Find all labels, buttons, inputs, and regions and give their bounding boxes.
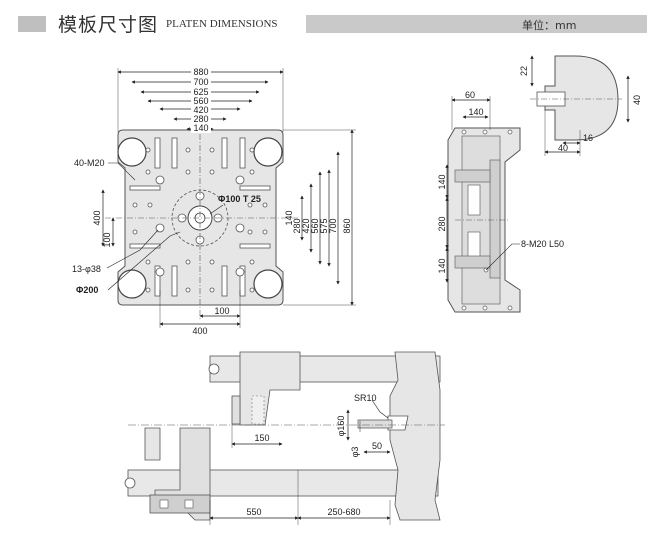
dim-c-140: 140 — [284, 210, 294, 225]
stroke-view: SR10 150 φ160 φ3 50 550 250-680 — [124, 351, 445, 525]
stroke-dim-150: 150 — [254, 433, 269, 443]
dim-280: 280 — [193, 114, 208, 124]
dim-880: 880 — [193, 67, 208, 77]
page-subtitle: PLATEN DIMENSIONS — [166, 18, 278, 30]
slot-detail: 22 40 16 40 — [519, 55, 642, 156]
side-dim-l-140a: 140 — [437, 174, 447, 189]
stroke-dim-phi3: φ3 — [350, 447, 360, 458]
dim-b-100: 100 — [214, 306, 229, 316]
stroke-dim-550: 550 — [246, 507, 261, 517]
label-ring: Φ200 — [76, 285, 98, 295]
header-bar — [306, 15, 647, 33]
side-dim-60: 60 — [465, 90, 475, 100]
tie-bar-hole — [253, 137, 283, 167]
side-dim-l-280: 280 — [437, 216, 447, 231]
dim-r-860: 860 — [342, 218, 352, 233]
mounting-holes — [132, 147, 268, 293]
slot-dim-40-h: 40 — [558, 143, 568, 153]
label-center-bore: Φ100 T 25 — [218, 194, 261, 204]
dim-l-400: 400 — [92, 210, 102, 225]
dim-625: 625 — [193, 87, 208, 97]
tie-bar-hole — [117, 137, 147, 167]
dim-r-280: 280 — [292, 218, 302, 233]
dim-r-420: 420 — [301, 218, 311, 233]
label-holes: 13-φ38 — [72, 264, 101, 274]
stroke-dim-50: 50 — [372, 441, 382, 451]
dim-700: 700 — [193, 77, 208, 87]
dim-560: 560 — [193, 96, 208, 106]
side-dim-140: 140 — [468, 107, 483, 117]
slot-body — [544, 55, 619, 141]
dim-r-700: 700 — [328, 218, 338, 233]
slot-dim-16: 16 — [583, 133, 593, 143]
side-label-tap: 8-M20 L50 — [521, 239, 564, 249]
side-view: 60 140 140 280 140 8-M20 L50 — [437, 90, 564, 313]
slot-dim-22: 22 — [519, 66, 529, 76]
front-view: 880 700 625 560 420 280 140 280 420 560 … — [72, 66, 356, 336]
slot-dim-40-v: 40 — [632, 95, 642, 105]
stroke-label-sr10: SR10 — [354, 393, 377, 403]
unit-label: 单位：mm — [522, 19, 577, 32]
dim-r-575: 575 — [319, 218, 329, 233]
dim-140: 140 — [193, 123, 208, 133]
header-marker — [18, 16, 46, 32]
side-dim-l-140b: 140 — [437, 258, 447, 273]
dim-l-100: 100 — [102, 232, 112, 247]
t-slots — [129, 137, 271, 297]
dim-r-560: 560 — [310, 218, 320, 233]
tie-bar-hole — [117, 269, 147, 299]
stroke-dim-250-680: 250-680 — [327, 507, 360, 517]
stroke-dim-phi160: φ160 — [336, 416, 346, 437]
tie-bar-hole — [253, 269, 283, 299]
page-title: 模板尺寸图 — [58, 14, 159, 36]
dim-420: 420 — [193, 105, 208, 115]
label-tap-holes: 40-M20 — [74, 158, 105, 168]
dim-b-400: 400 — [192, 326, 207, 336]
